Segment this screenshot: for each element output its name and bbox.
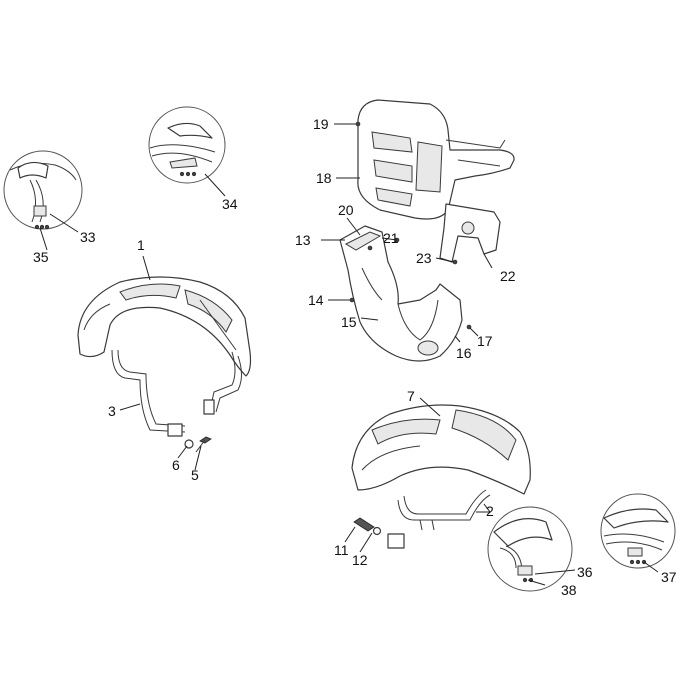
callout-1: 1 [137, 237, 145, 253]
callout-13: 13 [295, 232, 311, 248]
mounting-bracket [439, 203, 501, 265]
bolt-and-washer [184, 436, 212, 453]
callout-36: 36 [577, 564, 593, 580]
detail-circle-front-bracket [3, 150, 83, 230]
leader-lines [39, 123, 659, 586]
detail-circle-rear-left-bracket [487, 506, 573, 592]
bolt-and-washer-rear [353, 517, 382, 536]
handlebar-cover [355, 99, 515, 220]
front-mudguard-assembly [77, 276, 252, 437]
callout-14: 14 [308, 292, 324, 308]
rear-cover-assembly [339, 225, 472, 362]
callout-35: 35 [33, 249, 49, 265]
callout-6: 6 [172, 457, 180, 473]
callout-15: 15 [341, 314, 357, 330]
callout-19: 19 [313, 116, 329, 132]
callout-17: 17 [477, 333, 493, 349]
callout-18: 18 [316, 170, 332, 186]
callout-21: 21 [383, 230, 399, 246]
callout-23: 23 [416, 250, 432, 266]
callout-12: 12 [352, 552, 368, 568]
detail-circle-rear-bracket [148, 106, 226, 184]
callout-5: 5 [191, 467, 199, 483]
callout-34: 34 [222, 196, 238, 212]
callout-33: 33 [80, 229, 96, 245]
callout-38: 38 [561, 582, 577, 598]
rear-mudguard-assembly [351, 404, 531, 549]
callout-11: 11 [334, 542, 349, 558]
detail-circle-rear-right-bracket [600, 493, 676, 569]
callout-37: 37 [661, 569, 677, 585]
callout-2: 2 [486, 503, 494, 519]
callout-3: 3 [108, 403, 116, 419]
callout-16: 16 [456, 345, 472, 361]
callout-22: 22 [500, 268, 516, 284]
callout-7: 7 [407, 388, 415, 404]
callout-20: 20 [338, 202, 354, 218]
callout-labels: 1 2 3 5 6 7 11 12 13 14 15 16 17 18 19 2… [33, 116, 677, 598]
